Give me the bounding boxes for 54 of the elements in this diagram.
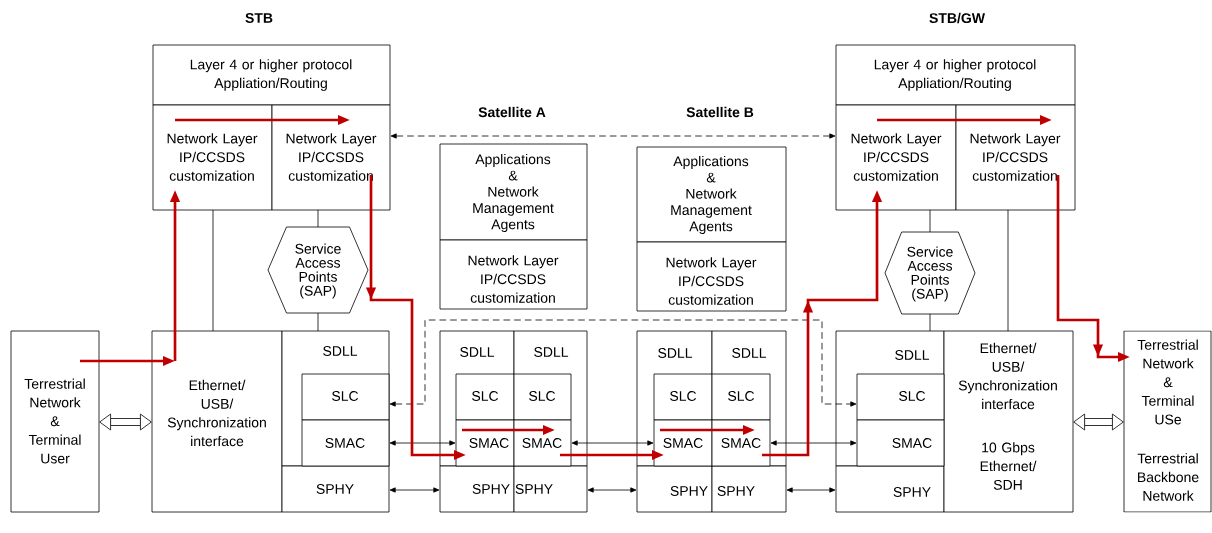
double-arrow	[99, 413, 152, 431]
arrow	[571, 440, 654, 446]
layer-box: SMAC	[856, 419, 945, 467]
layer-box: SMAC	[455, 419, 515, 467]
arrow	[389, 487, 440, 493]
terminal-box: Terrestrial Network & Terminal USe Terrestrial Backbone Network	[1123, 330, 1212, 513]
layer-box: Network Layer IP/CCSDS customization	[152, 104, 273, 211]
layer-box: Layer 4 or higher protocol Appliation/Routing	[835, 44, 1076, 106]
dashed-arrow	[389, 319, 857, 407]
column-title: STB	[245, 13, 273, 23]
double-arrow	[1073, 413, 1124, 431]
arrow	[786, 487, 836, 493]
arrow	[587, 487, 637, 493]
layer-box: SPHY	[835, 465, 945, 513]
connector-line	[212, 209, 214, 332]
layer-box: SLC	[856, 373, 945, 421]
layer-box: SLC	[301, 373, 390, 421]
connector-line	[317, 209, 319, 228]
layer-box: Applications & Network Management Agents	[636, 146, 787, 243]
layer-box: SLC	[455, 373, 515, 421]
column-title: Satellite A	[478, 106, 546, 118]
arrow	[770, 440, 857, 446]
layer-box: Ethernet/ USB/ Synchronization interface 10 Gbps Ethernet/ SDH	[943, 330, 1074, 513]
layer-box: SMAC	[711, 419, 771, 467]
connector-line	[317, 312, 319, 332]
layer-box: SLC	[711, 373, 771, 421]
column-title: STB/GW	[929, 12, 985, 24]
arrow	[389, 440, 456, 446]
layer-box: SMAC	[301, 419, 390, 467]
layer-box: Network Layer IP/CCSDS customization	[636, 241, 787, 312]
sap-hexagon: Service Access Points (SAP)	[267, 226, 369, 314]
connector-line	[1007, 209, 1009, 332]
layer-box: SPHY	[711, 465, 787, 513]
connector-line	[929, 209, 931, 233]
layer-box: Layer 4 or higher protocol Appliation/Routing	[152, 44, 391, 106]
layer-box: SPHY	[281, 465, 390, 513]
layer-box: SLC	[653, 373, 713, 421]
layer-box: SPHY	[636, 465, 713, 513]
layer-box: Network Layer IP/CCSDS customization	[439, 239, 588, 310]
layer-box: Ethernet/ USB/ Synchronization interface	[151, 330, 283, 513]
dashed-arrow	[390, 133, 836, 139]
column-title: Satellite B	[686, 106, 754, 118]
layer-box: Applications & Network Management Agents	[439, 143, 588, 241]
layer-box: Network Layer IP/CCSDS customization	[835, 104, 957, 211]
terminal-box: Terrestrial Network & Terminal User	[10, 330, 100, 513]
sap-hexagon: Service Access Points (SAP)	[884, 231, 976, 315]
layer-box: SPHY	[439, 465, 515, 513]
layer-box: Network Layer IP/CCSDS customization	[955, 104, 1076, 211]
layer-box: SPHY	[513, 465, 588, 513]
layer-box: SMAC	[513, 419, 572, 467]
connector-line	[929, 313, 931, 332]
layer-box: Network Layer IP/CCSDS customization	[271, 104, 391, 211]
layer-box: SLC	[513, 373, 572, 421]
layer-box: SMAC	[653, 419, 713, 467]
